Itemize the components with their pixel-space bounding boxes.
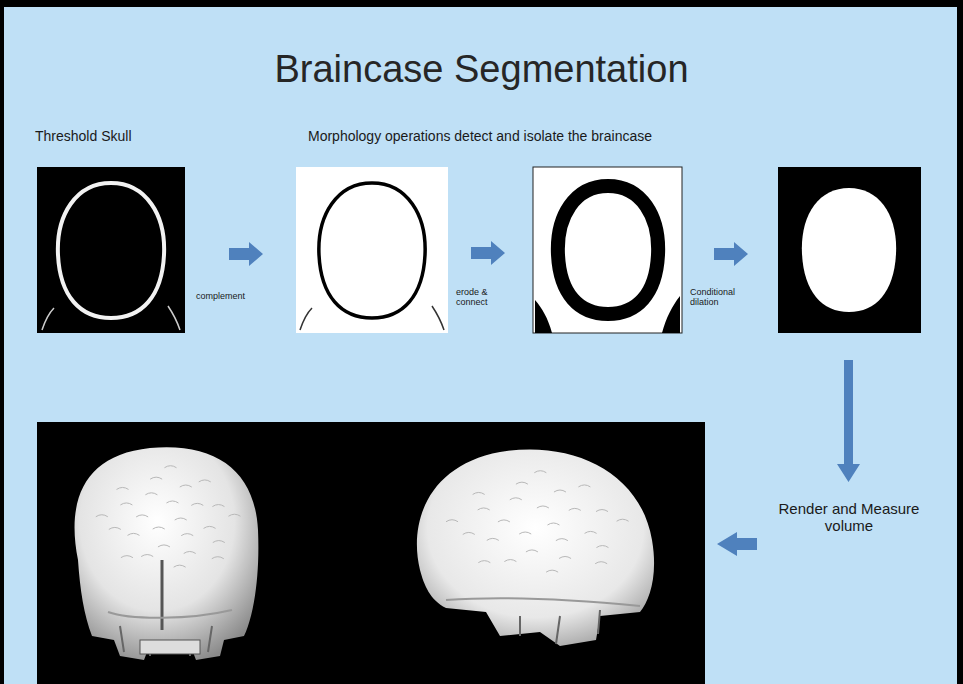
bone-texture-stroke <box>153 527 165 529</box>
bone-texture-stroke <box>504 560 516 562</box>
bone-texture-stroke <box>228 514 240 516</box>
step-label: Render and Measure volume <box>778 500 920 535</box>
bone-texture-stroke <box>145 493 157 495</box>
step-label: Conditional dilation <box>690 287 746 308</box>
left-arrow <box>717 532 757 556</box>
panel-heading: Morphology operations detect and isolate… <box>308 128 652 144</box>
bone-texture-stroke <box>109 527 121 529</box>
bone-texture-stroke <box>181 534 193 536</box>
bone-texture-stroke <box>554 490 566 492</box>
bone-texture-stroke <box>546 570 558 572</box>
skull-ring <box>319 183 425 318</box>
bone-texture-stroke <box>596 546 608 548</box>
render-panel <box>37 422 705 684</box>
skull-side-view <box>417 449 654 646</box>
skull-ring <box>58 183 164 318</box>
skull-fragment <box>300 306 444 330</box>
bone-texture-stroke <box>136 515 148 517</box>
bone-texture-stroke <box>184 551 196 553</box>
bone-texture-stroke <box>212 557 224 559</box>
threshold-panel <box>37 167 185 333</box>
bone-texture-stroke <box>510 498 522 500</box>
bone-texture-stroke <box>213 541 225 543</box>
bone-texture-stroke <box>473 492 485 494</box>
step-arrow <box>229 242 263 266</box>
bone-texture-stroke <box>556 539 568 541</box>
skull-ring <box>558 186 658 314</box>
bone-texture-stroke <box>498 520 510 522</box>
bone-texture-stroke <box>537 506 549 508</box>
bone-texture-stroke <box>487 538 499 540</box>
bone-texture-stroke <box>204 526 216 528</box>
skull-fragment <box>535 296 680 333</box>
down-arrow <box>837 360 860 482</box>
bone-texture-stroke <box>120 503 132 505</box>
bone-texture-stroke <box>559 556 571 558</box>
step-label: erode & connect <box>456 287 498 308</box>
bone-texture-stroke <box>569 508 581 510</box>
bone-texture-stroke <box>164 466 176 468</box>
bone-texture-stroke <box>212 505 224 507</box>
braincase-panel <box>778 167 921 333</box>
bone-texture-stroke <box>578 485 590 487</box>
bone-texture-stroke <box>547 523 559 525</box>
step-arrow <box>714 242 748 266</box>
bone-texture-stroke <box>121 556 133 558</box>
bone-texture-stroke <box>478 508 490 510</box>
bone-texture-stroke <box>585 531 597 533</box>
bone-texture-stroke <box>96 515 108 517</box>
bone-texture-stroke <box>175 518 187 520</box>
skull-front-view <box>75 447 259 660</box>
bone-texture-stroke <box>446 520 458 522</box>
step-arrow <box>471 241 505 265</box>
step-label: complement <box>196 291 245 301</box>
bone-texture-stroke <box>180 485 192 487</box>
bone-texture <box>96 466 629 572</box>
bone-texture-stroke <box>166 501 178 503</box>
bone-texture-stroke <box>191 503 203 505</box>
bone-texture-stroke <box>150 477 162 479</box>
braincase-mask <box>802 188 896 312</box>
bone-texture-stroke <box>519 532 531 534</box>
slide-title: Braincase Segmentation <box>0 48 963 92</box>
bone-texture-stroke <box>534 471 546 473</box>
bone-texture-stroke <box>199 480 211 482</box>
bone-texture-stroke <box>174 565 186 567</box>
bone-texture-stroke <box>463 532 475 534</box>
complement-panel <box>296 167 448 333</box>
bone-texture-stroke <box>516 482 528 484</box>
panel-heading: Threshold Skull <box>35 128 132 144</box>
bone-texture-stroke <box>526 550 538 552</box>
bone-texture-stroke <box>596 510 608 512</box>
bone-texture-stroke <box>478 561 490 563</box>
bone-texture-stroke <box>158 545 170 547</box>
eroded-panel <box>533 167 682 333</box>
skull-fragment <box>42 306 180 330</box>
bone-texture-stroke <box>617 519 629 521</box>
background <box>4 7 957 684</box>
bone-texture-stroke <box>595 562 607 564</box>
bone-texture-stroke <box>127 533 139 535</box>
bone-texture-stroke <box>117 487 129 489</box>
bone-texture-stroke <box>141 555 153 557</box>
